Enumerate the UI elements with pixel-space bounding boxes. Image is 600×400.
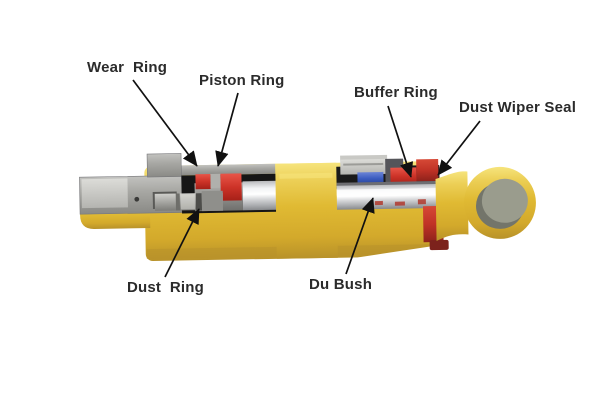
cap-raised-boss [146,153,182,178]
label-piston-ring: Piston Ring [199,72,285,89]
label-wear-ring: Wear Ring [87,59,168,76]
piston-chrome-collar [242,180,279,211]
dust-wiper-seal-part [416,158,439,182]
leader-piston-ring [215,92,239,167]
leader-lines [132,79,481,278]
leader-dust-ring [164,208,200,278]
barrel-mid-band [275,162,338,259]
gland-retainer [340,158,388,175]
piston-groove-gap [210,173,221,188]
barrel-sheen [279,172,333,179]
cap-clevis-notch [81,178,128,209]
du-bush-part [336,180,444,210]
wear-ring-part [195,173,211,190]
label-dust-wiper-seal: Dust Wiper Seal [459,99,577,116]
rod-band [175,193,181,211]
rod-bright-band [180,194,195,210]
label-dust-ring: Dust Ring [127,279,204,296]
head-maroon-lump [429,239,449,251]
rod-eye-hole [481,178,528,223]
cap-port-hole [134,196,140,202]
leader-buffer-ring [387,105,414,178]
piston-ring-part [220,173,242,201]
label-buffer-ring: Buffer Ring [354,84,438,101]
rod-collar [201,190,224,212]
leader-dust-wiper-seal [437,120,481,176]
rod-seal-blue [357,171,384,186]
leader-wear-ring [132,79,198,167]
rod-eye-neck [435,171,469,242]
barrel-end-taper [350,246,433,259]
retainer-streak [343,162,384,166]
dust-ring-part [195,193,203,211]
label-du-bush: Du Bush [309,276,373,293]
leader-du-bush [345,197,375,275]
